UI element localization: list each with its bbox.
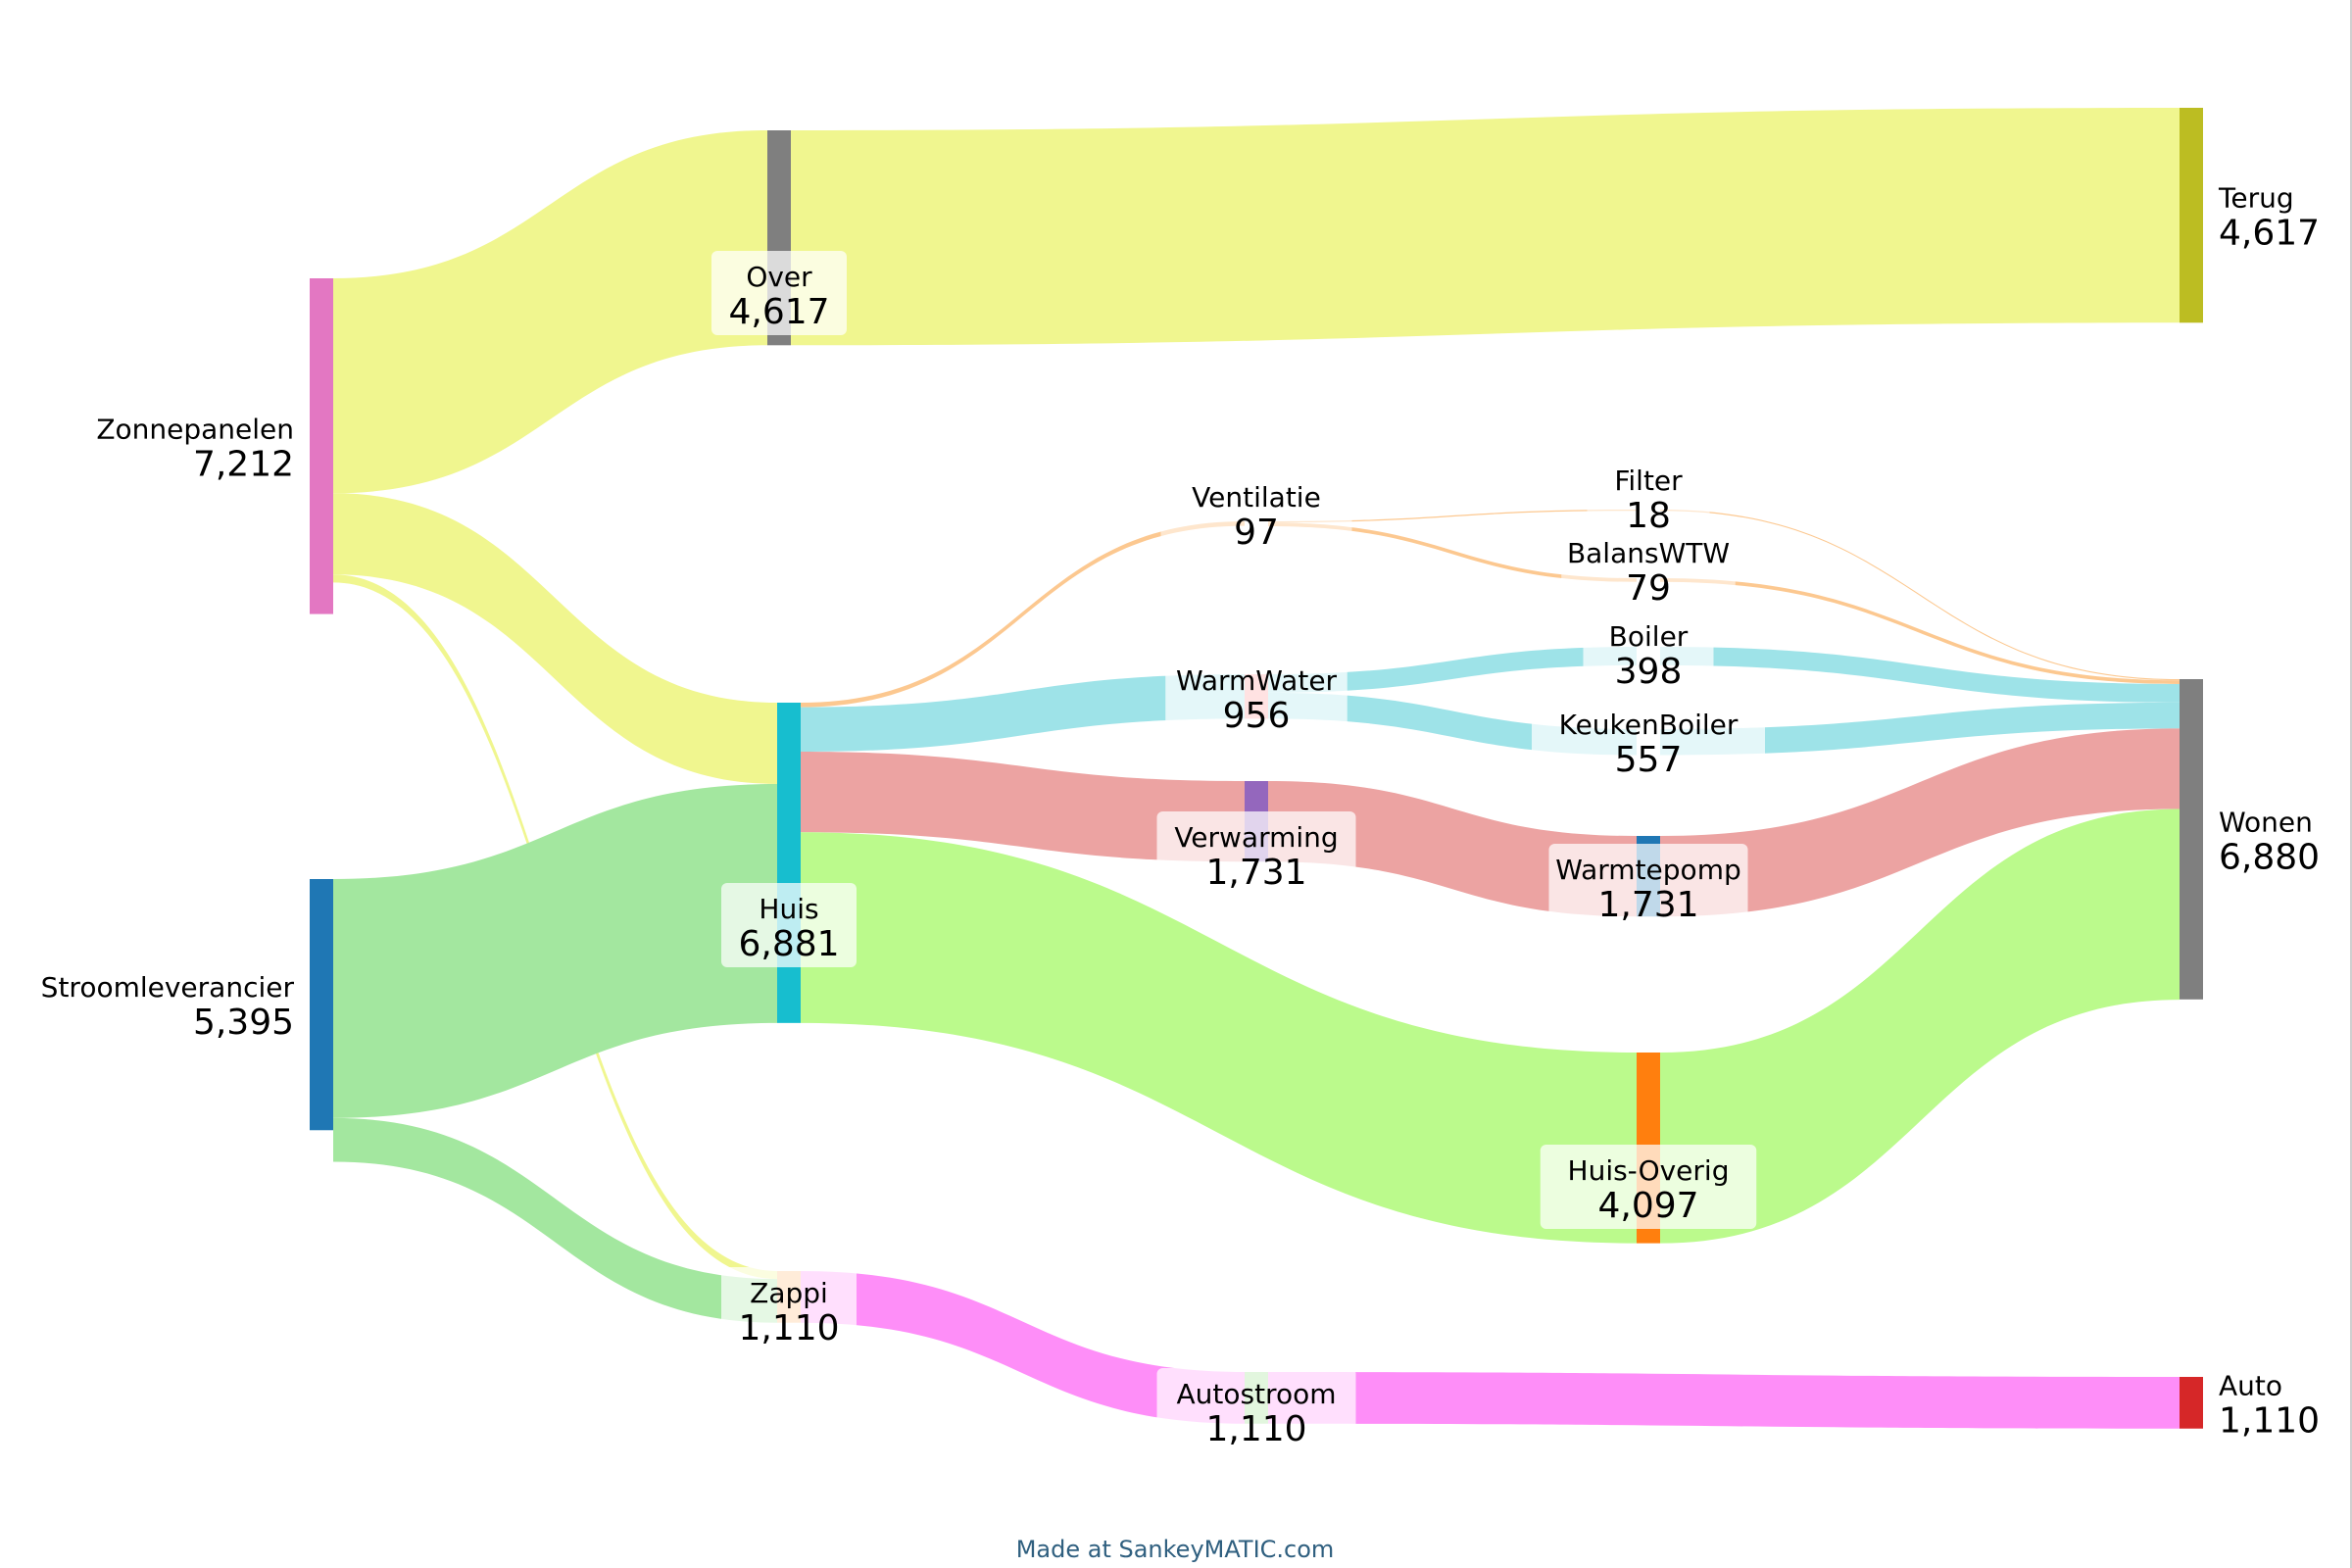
link-autostroom-to-auto — [1268, 1372, 2180, 1429]
link-stroomleverancier-to-zappi — [333, 1117, 777, 1323]
link-stroomleverancier-to-huis — [333, 783, 777, 1118]
node-label-zappi: Zappi — [750, 1277, 828, 1309]
node-terug — [2180, 108, 2203, 323]
node-label-huis: Huis — [759, 893, 818, 925]
label-backdrop-huis-overig — [1540, 1145, 1757, 1229]
label-backdrop-autostroom — [1156, 1368, 1356, 1452]
node-zonnepanelen — [310, 278, 333, 614]
link-huis-to-ventilatie — [801, 521, 1245, 708]
node-label-auto: Auto — [2219, 1369, 2282, 1401]
link-zonnepanelen-to-over — [333, 130, 767, 494]
footer-credit: Made at SankeyMATIC.com — [1016, 1536, 1335, 1563]
label-backdrop-huis — [721, 883, 857, 967]
node-label-balanswtw: BalansWTW — [1567, 537, 1730, 569]
link-huis-to-huis-overig — [801, 832, 1637, 1244]
node-value-over: 4,617 — [728, 292, 829, 332]
page-edge-divider — [2350, 0, 2352, 1568]
label-backdrop-boiler — [1583, 611, 1714, 695]
node-label-over: Over — [746, 261, 812, 293]
node-value-zappi: 1,110 — [738, 1308, 839, 1348]
node-wonen — [2180, 679, 2203, 1000]
link-filter-to-wonen — [1660, 510, 2180, 681]
node-label-keukenboiler: KeukenBoiler — [1559, 709, 1739, 741]
node-value-ventilatie: 97 — [1234, 513, 1279, 553]
node-value-huis: 6,881 — [738, 924, 839, 964]
node-label-stroomleverancier: Stroomleverancier — [41, 971, 295, 1004]
link-huis-overig-to-wonen — [1660, 808, 2180, 1244]
sankey-links — [333, 108, 2180, 1429]
link-keukenboiler-to-wonen — [1660, 702, 2180, 756]
label-backdrop-zappi — [721, 1267, 857, 1351]
node-value-terug: 4,617 — [2219, 214, 2320, 254]
label-backdrop-verwarming — [1156, 811, 1356, 896]
link-zappi-to-autostroom — [801, 1271, 1245, 1424]
node-value-zonnepanelen: 7,212 — [193, 444, 294, 484]
link-warmtepomp-to-wonen — [1660, 728, 2180, 917]
node-label-autostroom: Autostroom — [1176, 1378, 1336, 1410]
node-label-terug: Terug — [2218, 182, 2294, 215]
node-value-wonen: 6,880 — [2219, 837, 2320, 877]
link-balanswtw-to-wonen — [1660, 578, 2180, 684]
node-value-stroomleverancier: 5,395 — [193, 1003, 294, 1043]
node-stroomleverancier — [310, 879, 333, 1131]
node-value-warmtepomp: 1,731 — [1597, 885, 1698, 925]
node-value-autostroom: 1,110 — [1205, 1409, 1306, 1449]
node-label-ventilatie: Ventilatie — [1192, 481, 1321, 514]
node-value-verwarming: 1,731 — [1205, 853, 1306, 893]
node-label-filter: Filter — [1614, 465, 1683, 497]
link-warmwater-to-boiler — [1268, 647, 1637, 693]
node-label-verwarming: Verwarming — [1174, 821, 1338, 854]
link-verwarming-to-warmtepomp — [1268, 781, 1637, 917]
node-huis — [777, 703, 801, 1023]
node-value-balanswtw: 79 — [1626, 568, 1671, 609]
node-value-auto: 1,110 — [2219, 1400, 2320, 1441]
node-label-zonnepanelen: Zonnepanelen — [96, 413, 294, 445]
label-backdrop-filter — [1587, 459, 1710, 537]
label-backdrop-over — [711, 251, 847, 335]
node-value-filter: 18 — [1626, 496, 1671, 536]
link-huis-to-warmwater — [801, 674, 1245, 753]
link-zonnepanelen-to-huis — [333, 493, 777, 784]
link-ventilatie-to-filter — [1268, 510, 1637, 523]
label-backdrop-warmwater — [1165, 655, 1348, 739]
link-boiler-to-wonen — [1660, 647, 2180, 703]
node-label-boiler: Boiler — [1609, 620, 1689, 653]
label-backdrop-keukenboiler — [1532, 699, 1765, 783]
link-over-to-terug — [791, 108, 2180, 346]
node-label-wonen: Wonen — [2219, 806, 2313, 838]
node-label-huis-overig: Huis-Overig — [1568, 1154, 1730, 1187]
node-auto — [2180, 1377, 2203, 1429]
node-value-keukenboiler: 557 — [1615, 740, 1683, 780]
node-value-huis-overig: 4,097 — [1597, 1186, 1698, 1226]
label-backdrop-warmtepomp — [1548, 844, 1748, 928]
node-label-warmtepomp: Warmtepomp — [1555, 854, 1741, 886]
link-huis-to-verwarming — [801, 752, 1245, 862]
label-backdrop-balanswtw — [1561, 531, 1736, 610]
node-value-warmwater: 956 — [1223, 696, 1291, 736]
node-label-warmwater: WarmWater — [1176, 664, 1338, 697]
node-value-boiler: 398 — [1615, 652, 1683, 692]
link-ventilatie-to-balanswtw — [1268, 522, 1637, 582]
label-backdrop-ventilatie — [1160, 475, 1352, 554]
